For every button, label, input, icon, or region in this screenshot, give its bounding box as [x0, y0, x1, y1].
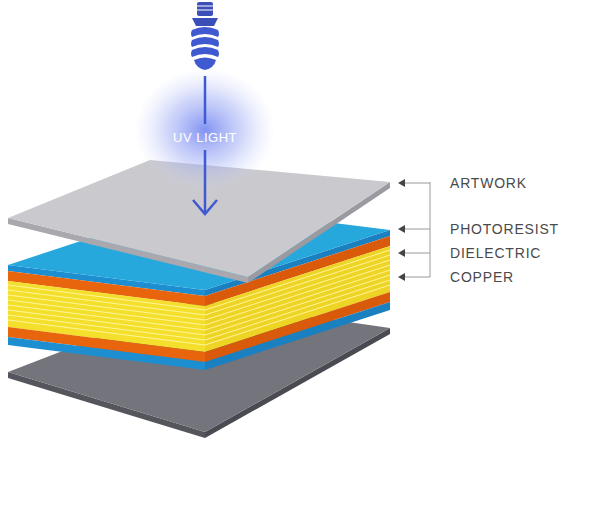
layer-label: ARTWORK: [450, 175, 527, 191]
layer-label: COPPER: [450, 269, 514, 285]
dielectric-texture: [8, 285, 390, 345]
uv-light-label: UV LIGHT: [173, 130, 237, 146]
uv-bulb: [191, 2, 219, 70]
copper-layer: [205, 292, 390, 362]
layer-label: PHOTORESIST: [450, 221, 559, 237]
layer-label: DIELECTRIC: [450, 245, 541, 261]
leader-bracket: [398, 179, 430, 281]
photoresist-layer: [8, 337, 205, 370]
